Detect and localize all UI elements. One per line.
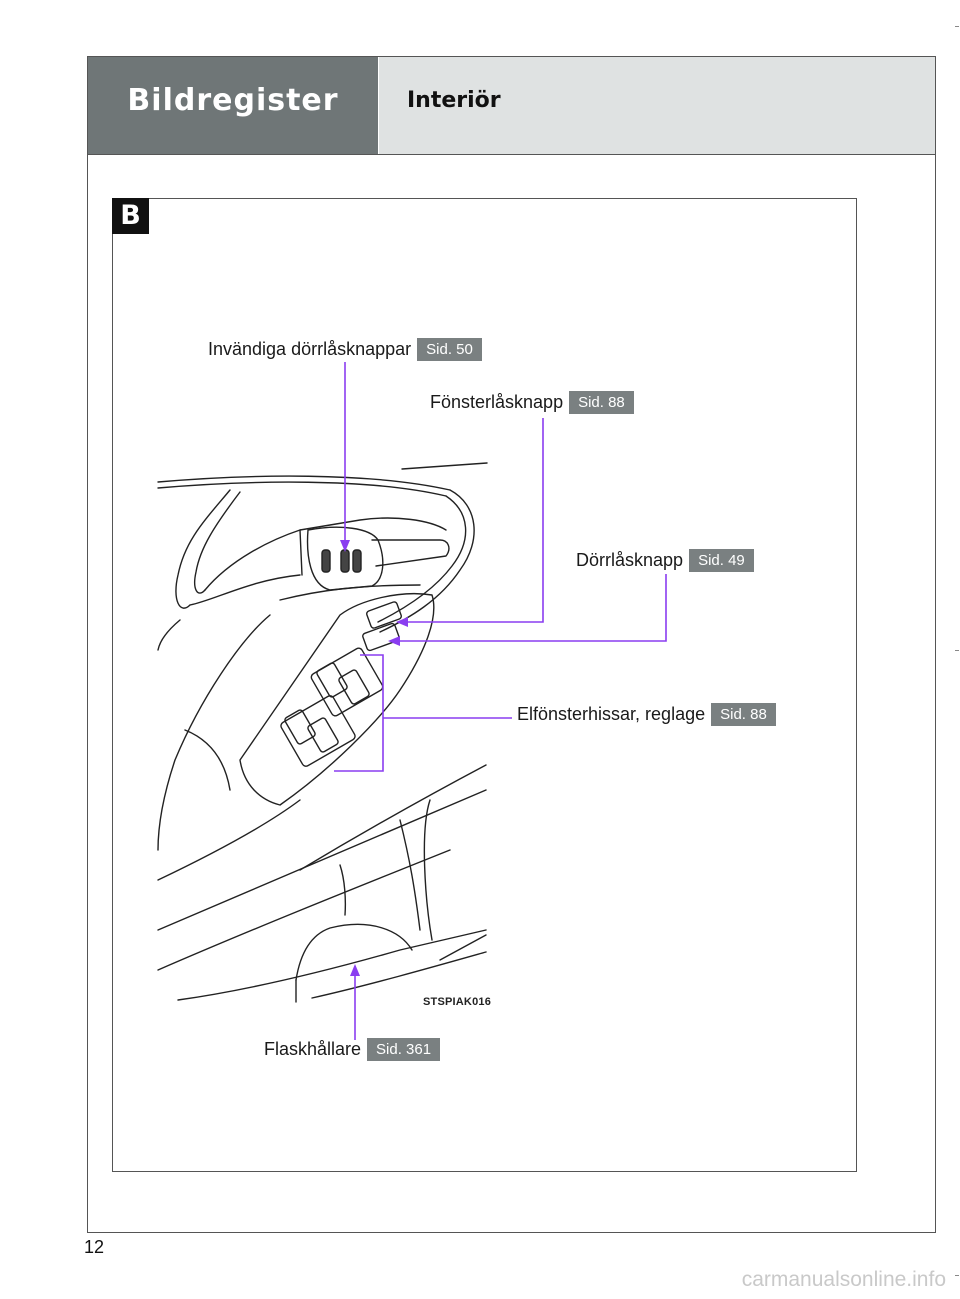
- header-subtitle-panel: Interiör: [379, 57, 935, 154]
- callout-bottle-holder: Flaskhållare Sid. 361: [264, 1038, 441, 1061]
- page-reference-badge[interactable]: Sid. 88: [569, 391, 634, 414]
- callout-inside-door-lock: Invändiga dörrlåsknappar Sid. 50: [208, 338, 482, 361]
- crop-mark: [955, 650, 959, 651]
- page-reference-badge[interactable]: Sid. 361: [367, 1038, 441, 1061]
- callout-label: Fönsterlåsknapp: [430, 392, 564, 412]
- page-reference-badge[interactable]: Sid. 50: [417, 338, 482, 361]
- page-frame: [87, 56, 936, 1233]
- callout-label: Flaskhållare: [264, 1039, 362, 1059]
- callout-label: Elfönsterhissar, reglage: [517, 704, 706, 724]
- page-reference-badge[interactable]: Sid. 88: [711, 703, 776, 726]
- page-subtitle: Interiör: [407, 88, 501, 113]
- callout-power-windows: Elfönsterhissar, reglage Sid. 88: [517, 703, 776, 726]
- crop-mark: [955, 1275, 959, 1276]
- section-badge: B: [112, 198, 149, 234]
- figure-code: STSPIAK016: [423, 996, 492, 1008]
- callout-window-lock: Fönsterlåsknapp Sid. 88: [430, 391, 634, 414]
- header-divider: [88, 154, 935, 155]
- page-number: 12: [84, 1237, 105, 1257]
- header-title-panel: Bildregister: [88, 57, 378, 154]
- callout-label: Invändiga dörrlåsknappar: [208, 339, 412, 359]
- page-reference-badge[interactable]: Sid. 49: [689, 549, 754, 572]
- callout-door-lock: Dörrlåsknapp Sid. 49: [576, 549, 754, 572]
- watermark: carmanualsonline.info: [741, 1268, 946, 1291]
- illustration-box: [112, 198, 857, 1172]
- page-title: Bildregister: [127, 83, 339, 118]
- crop-mark: [955, 26, 959, 27]
- callout-label: Dörrlåsknapp: [576, 550, 684, 570]
